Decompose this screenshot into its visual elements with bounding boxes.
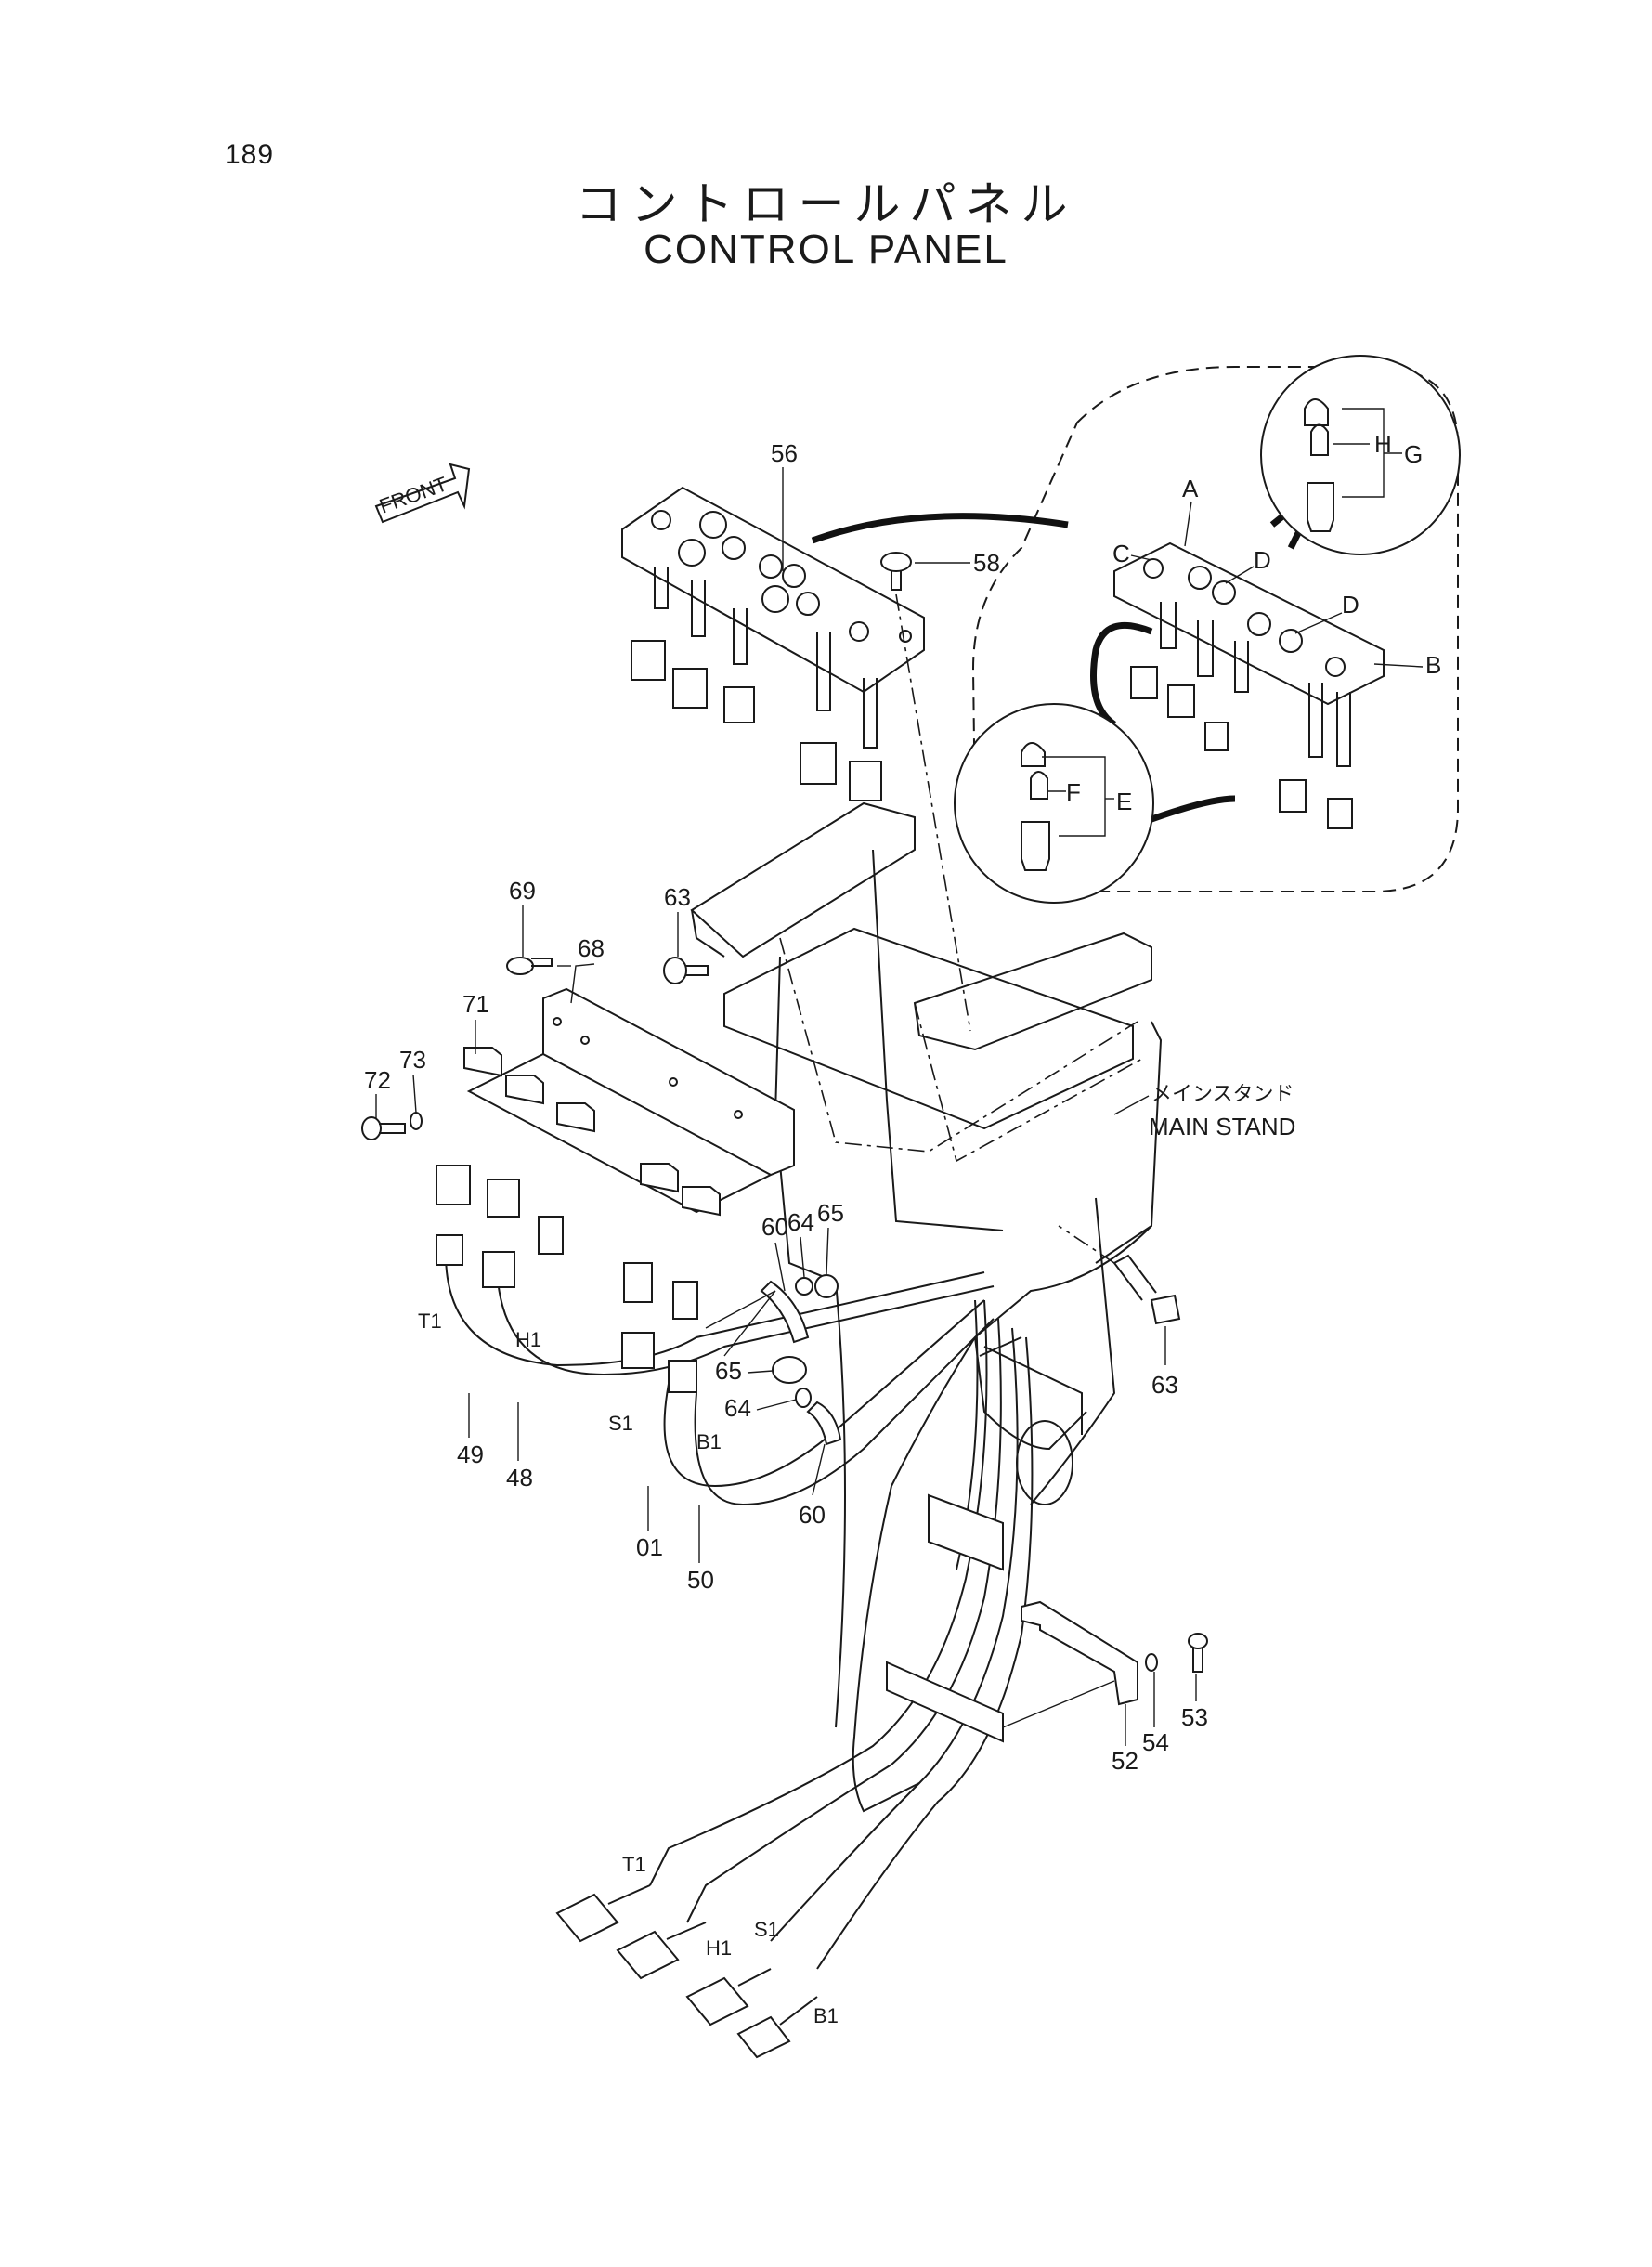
wire-code-s1-top: S1 (608, 1412, 633, 1435)
wire-code-b1-bottom: B1 (813, 2004, 839, 2027)
callout-50: 50 (687, 1566, 714, 1594)
nut-65-bottom (772, 1356, 807, 1384)
callout-54: 54 (1142, 1728, 1169, 1756)
switch-panel-56 (621, 486, 925, 801)
detail-label-e: E (1116, 788, 1132, 815)
callout-52: 52 (1112, 1747, 1138, 1775)
page-title-english: CONTROL PANEL (644, 227, 1008, 272)
wire-code-b1-top: B1 (696, 1430, 722, 1453)
callout-65-bottom: 65 (715, 1357, 742, 1385)
main-stand-label-jp: メインスタンド (1151, 1082, 1294, 1105)
callout-71: 71 (462, 990, 489, 1018)
wire-code-h1-top: H1 (515, 1328, 541, 1351)
bolt-63-top (663, 957, 709, 984)
detail-label-d2: D (1342, 591, 1359, 619)
wire-code-h1-bottom: H1 (706, 1936, 732, 1960)
wire-harness (445, 1253, 1034, 1970)
callout-60-bottom: 60 (799, 1501, 826, 1529)
washer-54 (1145, 1653, 1158, 1672)
clips-71 (463, 1047, 721, 1217)
lamp-detail-e (954, 703, 1154, 904)
harness-plate-upper (928, 1493, 1004, 1571)
callout-48: 48 (506, 1464, 533, 1492)
detail-label-f: F (1066, 778, 1081, 806)
detail-label-c: C (1112, 540, 1130, 567)
callout-01: 01 (636, 1533, 663, 1561)
washer-64-top (795, 1277, 813, 1296)
front-arrow-icon: FRONT (374, 463, 471, 524)
callout-56: 56 (771, 439, 798, 467)
callout-65-top: 65 (817, 1199, 844, 1227)
page-number: 189 (225, 139, 275, 170)
detail-switch-panel (1113, 541, 1385, 829)
wire-code-s1-bottom: S1 (754, 1918, 779, 1941)
callout-60-top: 60 (761, 1213, 788, 1241)
connector-s1-top (621, 1332, 655, 1369)
detail-view-outline (971, 366, 1459, 892)
callout-72: 72 (364, 1066, 391, 1094)
detail-label-a: A (1182, 475, 1199, 502)
connector-t1-top (436, 1234, 463, 1266)
clamp-60-top (760, 1280, 810, 1344)
main-stand-label-en: MAIN STAND (1149, 1113, 1295, 1140)
bracket-connectors (436, 1165, 698, 1320)
screw-53 (1188, 1633, 1208, 1673)
detail-label-d1: D (1254, 546, 1271, 574)
callout-69: 69 (509, 877, 536, 905)
harness-plate-lower (886, 1661, 1004, 1743)
connector-h1-top (482, 1251, 515, 1288)
screw-58 (880, 552, 912, 591)
callout-49: 49 (457, 1440, 484, 1468)
screw-72 (361, 1116, 406, 1140)
front-label: FRONT (376, 472, 450, 517)
callout-64-top: 64 (787, 1208, 814, 1236)
bracket-52 (1021, 1600, 1138, 1706)
clamp-60-bottom (806, 1401, 842, 1446)
callout-64-bottom: 64 (724, 1394, 751, 1422)
bracket-68 (466, 987, 795, 1214)
callout-73: 73 (399, 1046, 426, 1074)
detail-label-h: H (1374, 430, 1392, 458)
bolt-63-right (1112, 1254, 1181, 1325)
end-connectors (555, 1884, 818, 2059)
callout-68: 68 (578, 934, 605, 962)
callout-58: 58 (973, 549, 1000, 577)
nut-65-top (814, 1274, 839, 1298)
lamp-detail-g (1260, 355, 1461, 555)
washer-73 (410, 1112, 423, 1130)
callout-63-top: 63 (664, 883, 691, 911)
connector-b1-top (668, 1360, 697, 1393)
detail-label-b: B (1425, 651, 1441, 679)
wire-code-t1-top: T1 (418, 1309, 442, 1333)
callout-63-right: 63 (1151, 1371, 1178, 1399)
bolt-69 (506, 957, 553, 975)
washer-64-bottom (795, 1388, 812, 1408)
page-title-japanese: コントロールパネル (575, 177, 1077, 231)
callout-53: 53 (1181, 1703, 1208, 1731)
wire-code-t1-bottom: T1 (622, 1853, 646, 1876)
detail-label-g: G (1404, 440, 1423, 468)
